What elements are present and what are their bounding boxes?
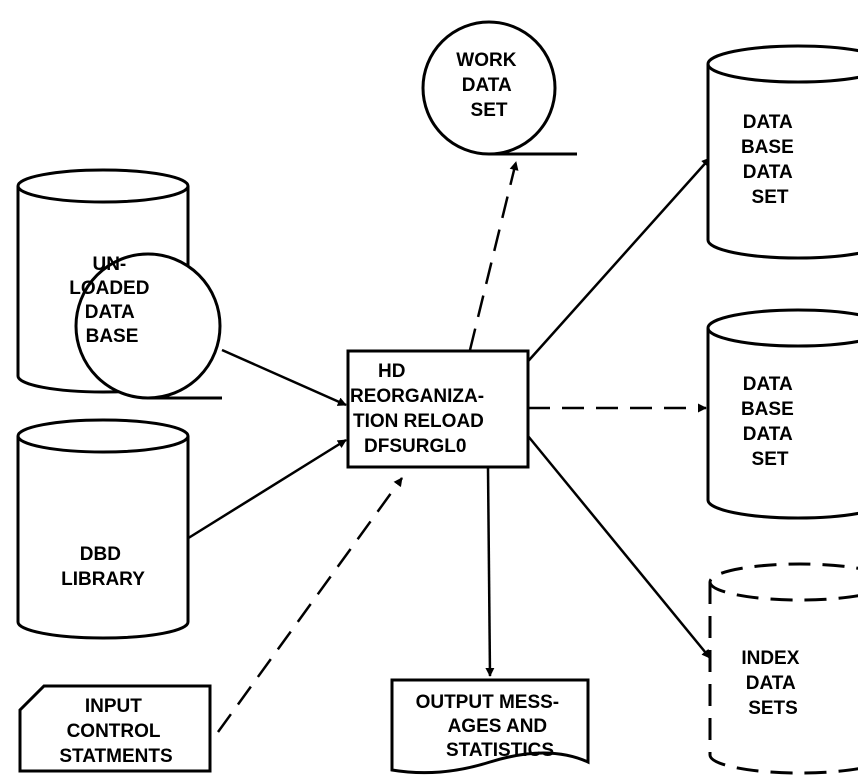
arrow-input-control-to-program <box>216 477 404 733</box>
output-label-1: OUTPUT MESS- <box>416 692 560 713</box>
arrow-program-to-database-1 <box>521 157 711 369</box>
reload-program-box: HD REORGANIZA- TION RELOAD DFSURGL0 <box>346 349 530 469</box>
program-label-2: REORGANIZA- <box>350 386 484 407</box>
svg-text:WORK DATA SET: WORK DATA SET <box>456 50 521 121</box>
arrow-program-to-index <box>527 435 711 659</box>
work-data-set-label-2: DATA <box>462 75 512 96</box>
database-1-label-4: SET <box>752 187 789 208</box>
output-label-3: STATISTICS <box>446 740 554 761</box>
input-control-label-1: INPUT <box>85 696 142 717</box>
database-1-label-1: DATA <box>743 112 793 133</box>
work-data-set-label-1: WORK <box>456 50 516 71</box>
svg-text:HD REORGANIZA- TIO: HD REORGANIZA- TION RELOAD DFSURGL0 <box>350 361 489 457</box>
program-label-4: DFSURGL0 <box>364 436 466 457</box>
svg-text:INPUT CONTROL STAT: INPUT CONTROL STATMENTS <box>59 696 172 767</box>
database-2-label-3: DATA <box>743 424 793 445</box>
input-control-card: INPUT CONTROL STATMENTS <box>18 684 212 773</box>
dbd-library-label-1: DBD <box>80 544 121 565</box>
program-label-1: HD <box>378 361 405 382</box>
arrow-program-to-output <box>485 467 495 677</box>
index-data-sets-cylinder: INDEX DATA SETS <box>708 562 858 775</box>
database-2-label-2: BASE <box>741 399 794 420</box>
unloaded-database-disk-and-tape: UN- LOADED DATA BASE <box>16 168 222 400</box>
unloaded-database-label-4: BASE <box>86 326 139 347</box>
work-data-set-tape: WORK DATA SET <box>421 20 577 156</box>
svg-text:DATA BASE DATA: DATA BASE DATA SET <box>741 112 799 208</box>
input-control-label-2: CONTROL <box>67 721 161 742</box>
index-label-1: INDEX <box>741 648 799 669</box>
arrow-dbd-library-to-program <box>181 438 347 544</box>
arrows <box>181 157 711 733</box>
dbd-library-label-2: LIBRARY <box>61 569 145 590</box>
output-label-2: AGES AND <box>448 716 548 737</box>
svg-text:OUTPUT MESS- AGES AND: OUTPUT MESS- AGES AND STATISTICS <box>416 692 565 761</box>
index-label-2: DATA <box>746 673 796 694</box>
work-data-set-label-3: SET <box>471 100 508 121</box>
database-2-label-4: SET <box>752 449 789 470</box>
svg-text:INDEX DATA SETS: INDEX DATA SETS <box>741 648 804 719</box>
database-1-label-2: BASE <box>741 137 794 158</box>
database-data-set-2-cylinder: DATA BASE DATA SET <box>706 308 858 520</box>
input-control-label-3: STATMENTS <box>59 746 172 767</box>
database-1-label-3: DATA <box>743 162 793 183</box>
arrow-unloaded-to-program <box>221 348 347 407</box>
output-messages-document: OUTPUT MESS- AGES AND STATISTICS <box>390 678 590 775</box>
arrow-program-to-work-dataset <box>468 161 519 351</box>
unloaded-database-label-2: LOADED <box>69 278 149 299</box>
svg-text:DATA BASE DATA: DATA BASE DATA SET <box>741 374 799 470</box>
unloaded-database-label-1: UN- <box>92 254 126 275</box>
database-data-set-1-cylinder: DATA BASE DATA SET <box>706 44 858 260</box>
dbd-library-cylinder: DBD LIBRARY <box>16 418 190 640</box>
svg-text:UN- LOADED DATA: UN- LOADED DATA BASE <box>69 254 155 347</box>
program-label-3: TION RELOAD <box>353 411 484 432</box>
database-2-label-1: DATA <box>743 374 793 395</box>
index-label-3: SETS <box>748 698 798 719</box>
unloaded-database-label-3: DATA <box>85 302 135 323</box>
svg-text:DBD LIBRARY: DBD LIBRARY <box>61 544 145 590</box>
